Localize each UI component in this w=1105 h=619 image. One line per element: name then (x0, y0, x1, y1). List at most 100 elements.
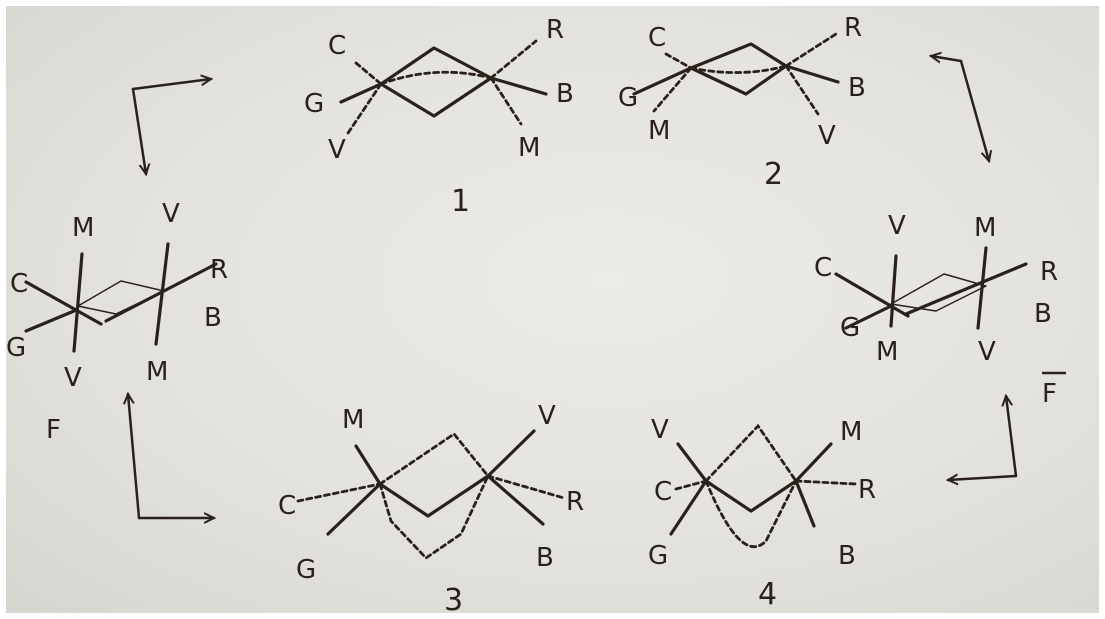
bond-g-3 (326, 482, 382, 536)
label-m-4: M (840, 417, 862, 447)
label-r-left: R (210, 255, 228, 285)
ring-1-solid (379, 46, 493, 118)
bond-g-right (844, 304, 893, 330)
bond-m-3 (354, 444, 382, 486)
chain-3-solid (378, 474, 490, 518)
number-2: 2 (764, 157, 783, 192)
bond-g-1 (339, 82, 383, 104)
bond-r-1 (489, 39, 538, 80)
bond-c-4 (674, 479, 708, 491)
chain-3-dash-bottom (378, 474, 490, 560)
label-c-1: C (328, 31, 346, 61)
bond-v-3 (486, 429, 536, 478)
bond-c-left (24, 280, 103, 326)
number-4: 4 (758, 577, 777, 612)
ring-right-thin (890, 273, 987, 312)
label-g-right: G (840, 313, 860, 343)
structure-right-middle: V M C G R B M V (814, 211, 1058, 367)
label-v-right-bottom: V (978, 337, 996, 367)
number-3: 3 (444, 583, 463, 613)
bond-c-2 (664, 52, 693, 70)
ring-1-dash (379, 70, 493, 86)
label-b-right: B (1034, 299, 1052, 329)
conformation-cycle-diagram: C G V R B M 1 C G M R B V 2 M V C G R (6, 13, 1066, 613)
label-m-3: M (342, 405, 364, 435)
bond-b-2 (784, 64, 840, 84)
label-m-2: M (648, 116, 670, 146)
label-b-2: B (848, 73, 866, 103)
label-v-4: V (651, 415, 669, 445)
bond-r-right (904, 262, 1028, 316)
arrow-top-right-left (931, 56, 963, 61)
structure-3: M V C R G B 3 (278, 401, 584, 613)
label-v-2: V (818, 121, 836, 151)
label-g-2: G (618, 83, 638, 113)
bond-g-2 (632, 66, 693, 96)
label-b-4: B (838, 541, 856, 571)
label-c-right: C (814, 253, 832, 283)
label-m-1: M (518, 133, 540, 163)
bond-v-2 (784, 64, 820, 116)
label-c-4: C (654, 477, 672, 507)
chain-4-solid (704, 479, 798, 513)
bond-b-1 (489, 76, 548, 96)
chain-4-dash-top (704, 423, 798, 483)
label-g-left: G (6, 333, 26, 363)
bond-g-4 (669, 479, 708, 536)
bond-m-2 (652, 66, 693, 113)
label-m-right-bottom: M (876, 337, 898, 367)
arrow-bottom-left-up (128, 394, 141, 520)
arrow-bottom-right-left (948, 476, 1018, 480)
bond-c-right (834, 272, 910, 318)
label-g-3: G (296, 555, 316, 585)
label-c-2: C (648, 23, 666, 53)
bond-g-left (24, 309, 76, 333)
paper-sheet: C G V R B M 1 C G M R B V 2 M V C G R (6, 6, 1099, 613)
cycle-arrows (128, 56, 1018, 520)
bond-m-1 (489, 76, 523, 126)
label-r-4: R (858, 475, 876, 505)
number-1: 1 (451, 184, 470, 219)
label-b-left: B (204, 303, 222, 333)
bond-v-1 (344, 82, 383, 138)
label-r-2: R (844, 13, 862, 43)
label-m-left-top: M (72, 213, 94, 243)
label-v-left-bottom: V (64, 363, 82, 393)
arrow-top-left-right (131, 79, 211, 91)
bond-m-4 (794, 442, 833, 483)
label-m-left-bottom: M (146, 357, 168, 387)
label-g-4: G (648, 541, 668, 571)
label-r-1: R (546, 15, 564, 45)
axis-left-a (72, 252, 84, 353)
label-v-right-top: V (888, 211, 906, 241)
label-c-left: C (10, 269, 28, 299)
structure-2: C G M R B V 2 (618, 13, 866, 192)
structure-left-middle: M V C G R B V M (6, 199, 228, 393)
chain-4-dash-bottom (704, 479, 798, 548)
label-v-3: V (538, 401, 556, 431)
structure-4: V M C R G B 4 (648, 415, 876, 612)
bond-c-1 (354, 61, 383, 86)
arrow-bottom-right-up (1006, 396, 1018, 478)
label-b-3: B (536, 543, 554, 573)
structure-1: C G V R B M 1 (304, 15, 574, 219)
bond-r-3 (486, 474, 566, 500)
arrow-top-right-down (959, 59, 989, 161)
axis-left-b (154, 242, 170, 346)
label-f: F (46, 415, 61, 445)
bond-r-4 (794, 479, 858, 486)
label-r-right: R (1040, 257, 1058, 287)
ring-left-thin (77, 280, 165, 315)
label-b-1: B (556, 79, 574, 109)
axis-right-a (889, 254, 898, 328)
bond-r-2 (784, 32, 838, 68)
label-g-1: G (304, 89, 324, 119)
bond-b-3 (486, 474, 545, 526)
ring-2-dash (689, 64, 788, 74)
bond-v-4 (676, 442, 708, 483)
bond-b-4 (794, 479, 816, 528)
label-c-3: C (278, 491, 296, 521)
label-r-3: R (566, 487, 584, 517)
label-v-left-top: V (162, 199, 180, 229)
bond-c-3 (296, 482, 382, 503)
